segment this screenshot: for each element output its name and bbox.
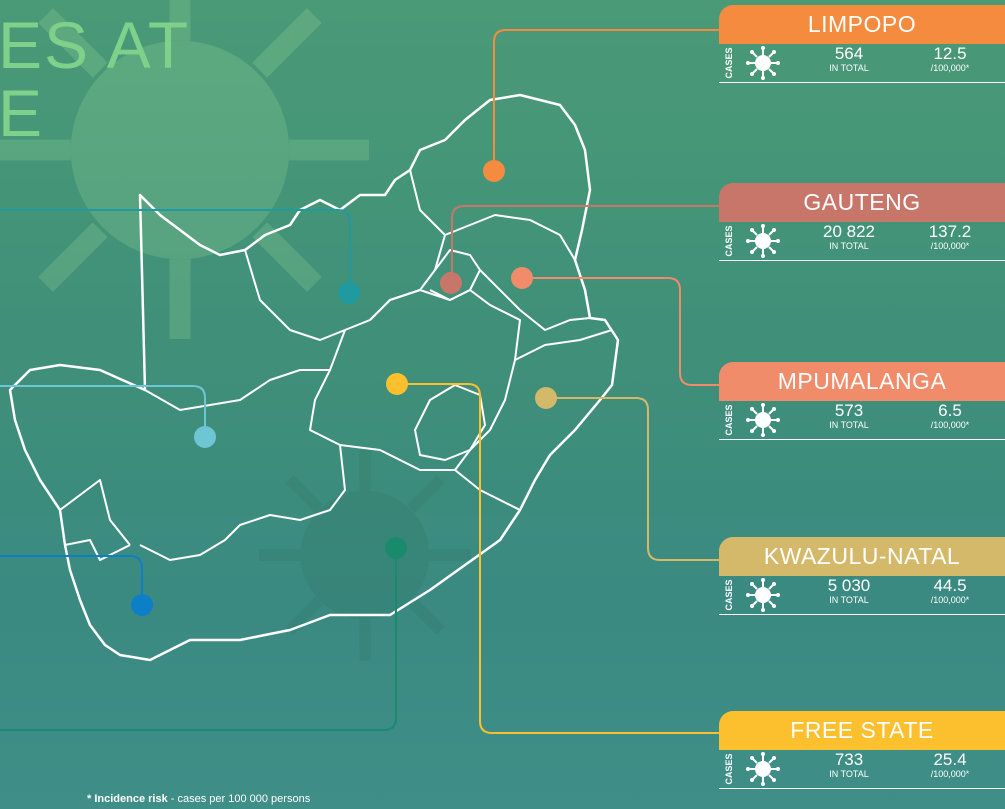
incidence-rate: 137.2/100,000* [905,222,995,251]
country-outline [8,93,620,662]
cases-label-text: CASES [724,579,734,611]
incidence-rate-label: /100,000* [930,769,970,779]
province-name: FREE STATE [719,711,1005,750]
cases-label-text: CASES [724,753,734,785]
total-cases-value: 564 [834,44,864,63]
connector-mpumalanga [524,277,719,386]
marker-limpopo [483,160,505,182]
coronavirus-icon [745,45,781,86]
connector-kwazulu-natal [546,397,719,561]
incidence-rate-value: 137.2 [928,222,972,241]
coronavirus-icon [745,223,781,264]
marker-mpumalanga [511,267,533,289]
province-name: GAUTENG [719,183,1005,222]
connector-eastern-cape [0,548,397,731]
total-cases-label: IN TOTAL [829,63,869,73]
province-name: KWAZULU-NATAL [719,537,1005,576]
connector-western-cape [0,555,143,605]
marker-western-cape [131,594,153,616]
marker-eastern-cape [385,537,407,559]
incidence-rate-label: /100,000* [930,595,970,605]
border-free-state [309,289,521,471]
background-virus-icon [0,0,369,339]
background-virus-icon [259,449,471,661]
incidence-rate: 25.4/100,000* [905,750,995,779]
coronavirus-icon [745,577,781,618]
border-north-west [244,234,446,341]
border-eastern-cape [139,444,521,561]
incidence-rate-value: 6.5 [938,401,962,420]
connector-northern-cape [0,385,206,437]
cases-label: CASES [722,404,736,436]
border-western-cape [64,539,131,561]
cases-label: CASES [722,47,736,79]
total-cases-label: IN TOTAL [829,595,869,605]
incidence-rate: 44.5/100,000* [905,576,995,605]
marker-north-west [338,282,360,304]
border-mpumalanga [479,269,591,331]
incidence-rate-value: 25.4 [933,750,967,769]
cases-label: CASES [722,579,736,611]
total-cases-label: IN TOTAL [829,241,869,251]
border-limpopo [409,169,576,261]
total-cases-value: 573 [834,401,864,420]
cases-label-text: CASES [724,225,734,257]
footnote-text: - cases per 100 000 persons [167,793,311,805]
incidence-rate-value: 12.5 [933,44,967,63]
incidence-rate: 6.5/100,000* [905,401,995,430]
cases-label-text: CASES [724,47,734,79]
total-cases-label: IN TOTAL [829,420,869,430]
connector-limpopo [493,29,719,170]
incidence-rate-label: /100,000* [930,241,970,251]
coronavirus-icon [745,402,781,443]
total-cases-label: IN TOTAL [829,769,869,779]
marker-northern-cape [194,426,216,448]
cases-label-text: CASES [724,404,734,436]
incidence-rate: 12.5/100,000* [905,44,995,73]
page-title-second-line: E [0,76,45,150]
total-cases-value: 733 [834,750,864,769]
marker-free-state [386,373,408,395]
connector-north-west [0,209,351,293]
footnote-bold: * Incidence risk [87,793,168,805]
connector-gauteng [451,205,719,282]
page-title: ES AT [0,8,191,82]
cases-label: CASES [722,225,736,257]
connector-free-state [397,383,719,734]
border-lesotho [414,384,486,461]
marker-gauteng [440,272,462,294]
incidence-rate-value: 44.5 [933,576,967,595]
coronavirus-icon [745,751,781,792]
incidence-rate-label: /100,000* [930,420,970,430]
total-cases-value: 20 822 [823,222,875,241]
marker-kwazulu-natal [535,387,557,409]
province-name: MPUMALANGA [719,362,1005,401]
total-cases-value: 5 030 [827,576,871,595]
incidence-rate-label: /100,000* [930,63,970,73]
footnote: * Incidence risk - cases per 100 000 per… [87,793,310,805]
border-kwazulu-natal [514,329,613,361]
cases-label: CASES [722,753,736,785]
border-northern-cape [59,369,330,546]
province-name: LIMPOPO [719,5,1005,44]
